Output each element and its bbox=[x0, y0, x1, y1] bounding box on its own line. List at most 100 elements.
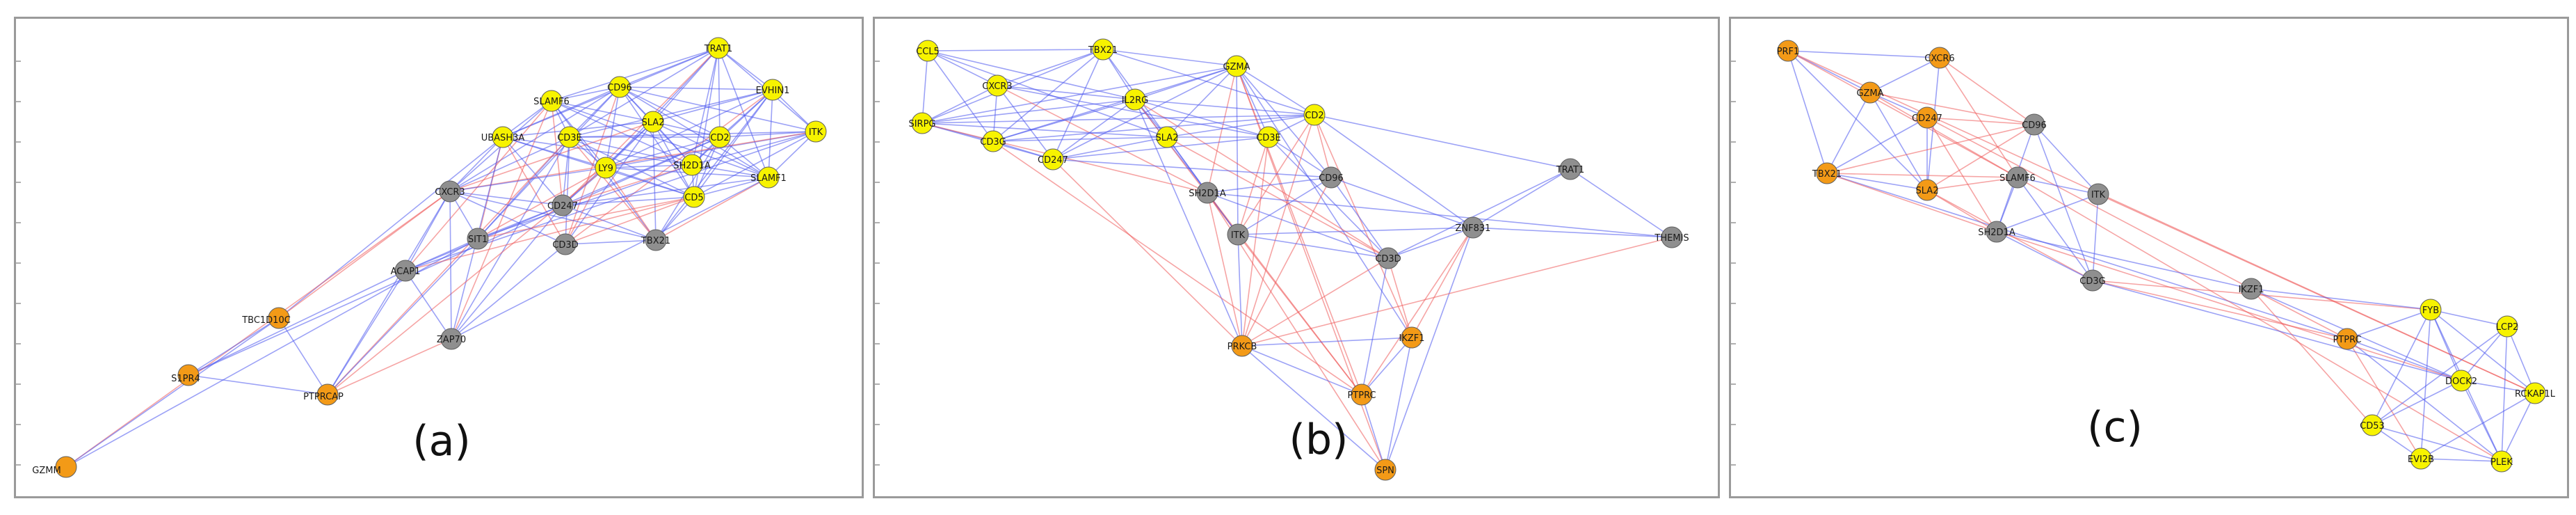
network-edge bbox=[2372, 380, 2462, 426]
network-edge bbox=[65, 317, 280, 468]
node-circle bbox=[683, 186, 705, 208]
node-label: GZMA bbox=[1223, 62, 1250, 72]
node-circle bbox=[805, 120, 827, 143]
node-label: CXCR3 bbox=[982, 81, 1012, 92]
network-node: ITK bbox=[2087, 183, 2109, 205]
network-edge bbox=[1207, 177, 1332, 193]
network-edge bbox=[691, 164, 769, 178]
node-circle bbox=[1257, 126, 1280, 148]
node-circle bbox=[986, 74, 1008, 97]
network-node: CD96 bbox=[1319, 166, 1344, 189]
network-edge bbox=[1361, 394, 1386, 470]
network-edge bbox=[1826, 117, 1928, 174]
network-edge bbox=[1166, 114, 1315, 138]
axis-tick bbox=[16, 424, 21, 425]
network-node: CD247 bbox=[547, 194, 578, 216]
node-circle bbox=[554, 233, 577, 255]
network-edge bbox=[565, 89, 773, 245]
network-edge bbox=[992, 141, 1362, 395]
network-edge bbox=[327, 191, 451, 395]
network-edge bbox=[1787, 50, 1928, 191]
network-edge bbox=[921, 49, 1104, 124]
node-circle bbox=[2524, 382, 2546, 404]
network-edge bbox=[1236, 65, 1239, 235]
node-circle bbox=[1777, 40, 1799, 62]
network-node: TBX21 bbox=[1812, 162, 1842, 184]
network-node: CD3G bbox=[2079, 269, 2106, 292]
network-edge bbox=[1869, 92, 2018, 178]
network-node: SLAMF6 bbox=[1999, 166, 2036, 189]
network-edge bbox=[2017, 177, 2093, 281]
network-node: CD3D bbox=[552, 233, 579, 255]
node-label: CD3D bbox=[1375, 254, 1401, 264]
node-label: PTPRCAP bbox=[303, 392, 344, 402]
node-label: CD3E bbox=[1256, 133, 1281, 143]
node-label: S1PR4 bbox=[171, 374, 200, 384]
network-edge bbox=[1787, 50, 1940, 58]
network-edge bbox=[2420, 309, 2431, 459]
axis-tick bbox=[16, 383, 21, 385]
network-edge bbox=[652, 121, 695, 198]
network-edge bbox=[1241, 136, 1269, 347]
node-circle bbox=[1225, 55, 1248, 77]
node-label: CD96 bbox=[2022, 120, 2047, 131]
node-circle bbox=[2087, 183, 2109, 205]
node-label: ZAP70 bbox=[437, 335, 466, 345]
axis-tick bbox=[16, 343, 21, 344]
network-node: SIT1 bbox=[467, 228, 489, 250]
network-edge bbox=[719, 131, 816, 138]
node-circle bbox=[1156, 126, 1178, 148]
network-edge bbox=[569, 136, 657, 241]
network-edge bbox=[619, 86, 695, 198]
node-label: IKZF1 bbox=[2238, 285, 2264, 295]
node-circle bbox=[2361, 414, 2383, 436]
network-node: TRAT1 bbox=[1556, 158, 1584, 180]
node-circle bbox=[394, 260, 417, 282]
node-label: SH2D1A bbox=[673, 161, 711, 171]
network-node: PRKCB bbox=[1227, 335, 1257, 357]
network-edge bbox=[327, 238, 478, 395]
panel-caption: (b) bbox=[1289, 415, 1349, 464]
node-label: ZNF831 bbox=[1456, 223, 1491, 234]
node-label: SLA2 bbox=[642, 118, 665, 128]
network-edge bbox=[1102, 49, 1315, 116]
network-edge bbox=[619, 86, 721, 138]
node-circle bbox=[1303, 104, 1326, 126]
network-edge bbox=[2251, 288, 2431, 310]
node-circle bbox=[440, 328, 462, 350]
network-edge bbox=[2034, 124, 2093, 281]
network-edge bbox=[2430, 309, 2536, 394]
network-edge bbox=[1237, 227, 1474, 235]
node-circle bbox=[467, 228, 489, 250]
node-circle bbox=[1196, 182, 1218, 204]
network-node: THEMIS bbox=[1654, 226, 1689, 248]
network-edge bbox=[2092, 280, 2348, 340]
node-label: SLAMF6 bbox=[533, 97, 570, 107]
node-circle bbox=[2023, 113, 2045, 136]
network-node: CD53 bbox=[2360, 414, 2385, 436]
node-label: TBX21 bbox=[1088, 45, 1118, 56]
network-edge bbox=[562, 177, 769, 206]
network-edge bbox=[1387, 227, 1474, 259]
network-edge bbox=[1826, 124, 2035, 174]
network-edge bbox=[1052, 159, 1243, 347]
network-node: LY9 bbox=[595, 157, 617, 179]
network-edge bbox=[188, 317, 280, 376]
network-edge bbox=[451, 100, 552, 340]
node-label: SLAMF1 bbox=[750, 173, 787, 184]
network-edge bbox=[551, 100, 654, 122]
network-edge bbox=[1826, 173, 1928, 191]
node-circle bbox=[1401, 326, 1423, 349]
network-edge bbox=[565, 196, 695, 245]
axis-tick bbox=[1731, 303, 1736, 304]
network-edge bbox=[2034, 124, 2099, 195]
node-label: PRF1 bbox=[1777, 47, 1800, 57]
network-edge bbox=[1826, 92, 1871, 174]
node-label: ITK bbox=[1231, 230, 1246, 241]
network-edge bbox=[691, 89, 773, 166]
network-edge bbox=[1869, 92, 2035, 125]
network-node: TBX21 bbox=[1088, 38, 1118, 61]
node-label: TBC1D10C bbox=[241, 315, 291, 326]
